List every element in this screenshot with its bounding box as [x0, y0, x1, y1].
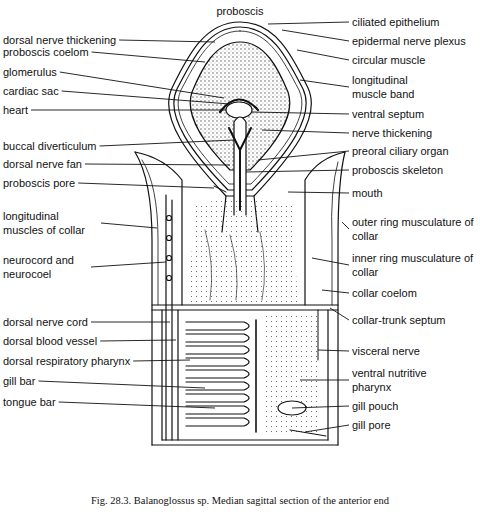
leader-line — [268, 22, 349, 24]
part-label: visceral nerve — [352, 344, 420, 358]
part-label: cardiac sac — [3, 84, 59, 98]
part-label: tongue bar — [3, 395, 56, 409]
part-label: glomerulus — [3, 65, 57, 79]
leader-line — [282, 30, 349, 41]
part-label: proboscis coelom — [3, 45, 89, 59]
part-label: dorsal respiratory pharynx — [3, 354, 130, 368]
part-label: gill pore — [352, 418, 391, 432]
leader-line — [60, 72, 224, 98]
part-label: ventral septum — [352, 107, 424, 121]
leader-line — [91, 322, 170, 323]
leader-line — [91, 262, 166, 267]
part-label: dorsal blood vessel — [3, 334, 97, 348]
part-label: gill bar — [3, 374, 35, 388]
part-label: proboscis — [0, 4, 480, 18]
leader-line — [297, 50, 349, 60]
leader-line — [318, 350, 349, 351]
leader-line — [62, 91, 230, 104]
leader-line — [78, 183, 214, 188]
part-label: outer ring musculature of collar — [352, 215, 476, 243]
leader-line — [100, 340, 176, 341]
leader-line — [133, 360, 190, 361]
leader-line — [300, 80, 349, 87]
leader-line — [38, 381, 205, 388]
part-label: inner ring musculature of collar — [352, 251, 476, 279]
part-label: proboscis pore — [3, 176, 75, 190]
leader-line — [100, 140, 234, 146]
part-label: dorsal nerve fan — [3, 157, 82, 171]
leader-line — [342, 222, 349, 229]
part-label: dorsal nerve thickening — [3, 33, 116, 47]
leader-line — [101, 223, 157, 228]
part-label: gill pouch — [352, 399, 398, 413]
part-label: epidermal nerve plexus — [352, 34, 466, 48]
part-label: buccal diverticulum — [3, 139, 97, 153]
leader-line — [85, 164, 230, 165]
part-label: proboscis skeleton — [352, 163, 443, 177]
part-label: dorsal nerve cord — [3, 315, 88, 329]
part-label: longitudinal muscle band — [352, 73, 442, 101]
part-label: neurocord and neurocoel — [3, 253, 88, 281]
leader-line — [252, 112, 349, 114]
leader-line — [300, 380, 349, 381]
part-label: longitudinal muscles of collar — [3, 209, 98, 237]
part-label: collar-trunk septum — [352, 313, 446, 327]
leader-line — [262, 130, 349, 133]
part-label: circular muscle — [352, 53, 425, 67]
leader-line — [92, 52, 205, 62]
part-label: ciliated epithelium — [352, 15, 439, 29]
leader-line — [330, 308, 349, 320]
part-label: mouth — [352, 186, 383, 200]
part-label: nerve thickening — [352, 126, 432, 140]
leader-line — [322, 290, 349, 293]
leader-line — [292, 406, 349, 408]
part-label: heart — [3, 103, 28, 117]
part-label: collar coelom — [352, 286, 417, 300]
part-label: preoral ciliary organ — [352, 144, 449, 158]
figure-caption: Fig. 28.3. Balanoglossus sp. Median sagi… — [0, 494, 480, 507]
part-label: ventral nutritive pharynx — [352, 366, 452, 394]
leader-line — [59, 402, 215, 408]
leader-line — [31, 110, 226, 111]
leader-line — [119, 40, 215, 42]
leader-line — [258, 151, 349, 160]
leader-line — [288, 192, 349, 193]
leader-line — [305, 425, 349, 432]
leader-line — [246, 170, 349, 172]
leader-line — [312, 258, 349, 265]
